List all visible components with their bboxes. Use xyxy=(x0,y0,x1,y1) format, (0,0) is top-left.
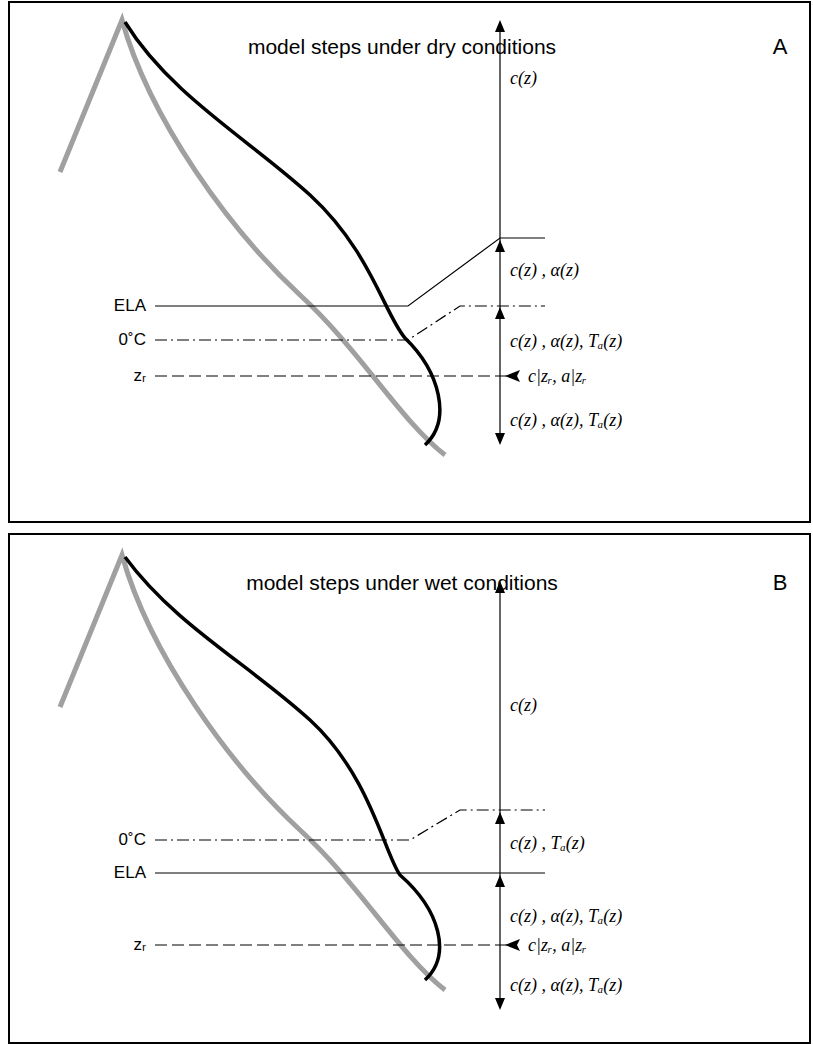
model-variable-label: c(z) xyxy=(508,68,539,89)
ela-line xyxy=(155,238,545,306)
model-variable-label: c(z) xyxy=(508,695,539,716)
level-label: zᵣ xyxy=(131,935,148,955)
reference-arrowhead xyxy=(505,370,520,382)
axis-arrowheads xyxy=(495,20,505,445)
reference-arrowhead xyxy=(505,939,520,951)
reference-level-line xyxy=(155,375,516,376)
panel-title: model steps under dry conditions xyxy=(248,35,556,59)
level-label: ELA xyxy=(112,863,148,883)
ela-line xyxy=(155,872,545,873)
model-variable-label: c(z) , α(z) xyxy=(508,260,581,281)
model-variable-label: c(z) , α(z), Tₐ(z) xyxy=(508,331,624,352)
panel-letter: A xyxy=(773,34,788,60)
model-variable-label: c(z) , α(z), Tₐ(z) xyxy=(508,906,624,927)
elevation-axis xyxy=(499,583,500,1008)
model-variable-label: c(z) , α(z), Tₐ(z) xyxy=(508,410,624,431)
model-variable-label: c(z) , Tₐ(z) xyxy=(508,833,587,854)
figure-panel: model steps under wet conditions B xyxy=(8,533,811,1044)
glacier-surface xyxy=(125,22,440,445)
reference-level-line xyxy=(155,944,516,945)
glacier-surface xyxy=(125,557,440,980)
glacier-bed xyxy=(60,555,445,990)
elevation-axis xyxy=(499,22,500,443)
figure-panel: model steps under dry conditions A xyxy=(8,1,811,523)
level-label: 0˚C xyxy=(117,330,148,350)
level-label: zᵣ xyxy=(131,366,148,386)
model-variable-label: c|zᵣ, a|zᵣ xyxy=(526,935,589,956)
axis-arrowheads xyxy=(495,581,505,1010)
glacier-bed xyxy=(60,20,445,455)
level-label: 0˚C xyxy=(117,830,148,850)
zero-degree-line xyxy=(155,306,545,340)
panel-title: model steps under wet conditions xyxy=(246,571,558,595)
panel-letter: B xyxy=(773,570,788,596)
model-variable-label: c|zᵣ, a|zᵣ xyxy=(526,366,589,387)
zero-degree-line xyxy=(155,810,545,840)
model-variable-label: c(z) , α(z), Tₐ(z) xyxy=(508,975,624,996)
level-label: ELA xyxy=(112,296,148,316)
glacier-profile-wet xyxy=(60,555,545,1010)
glacier-profile-dry xyxy=(60,20,545,455)
